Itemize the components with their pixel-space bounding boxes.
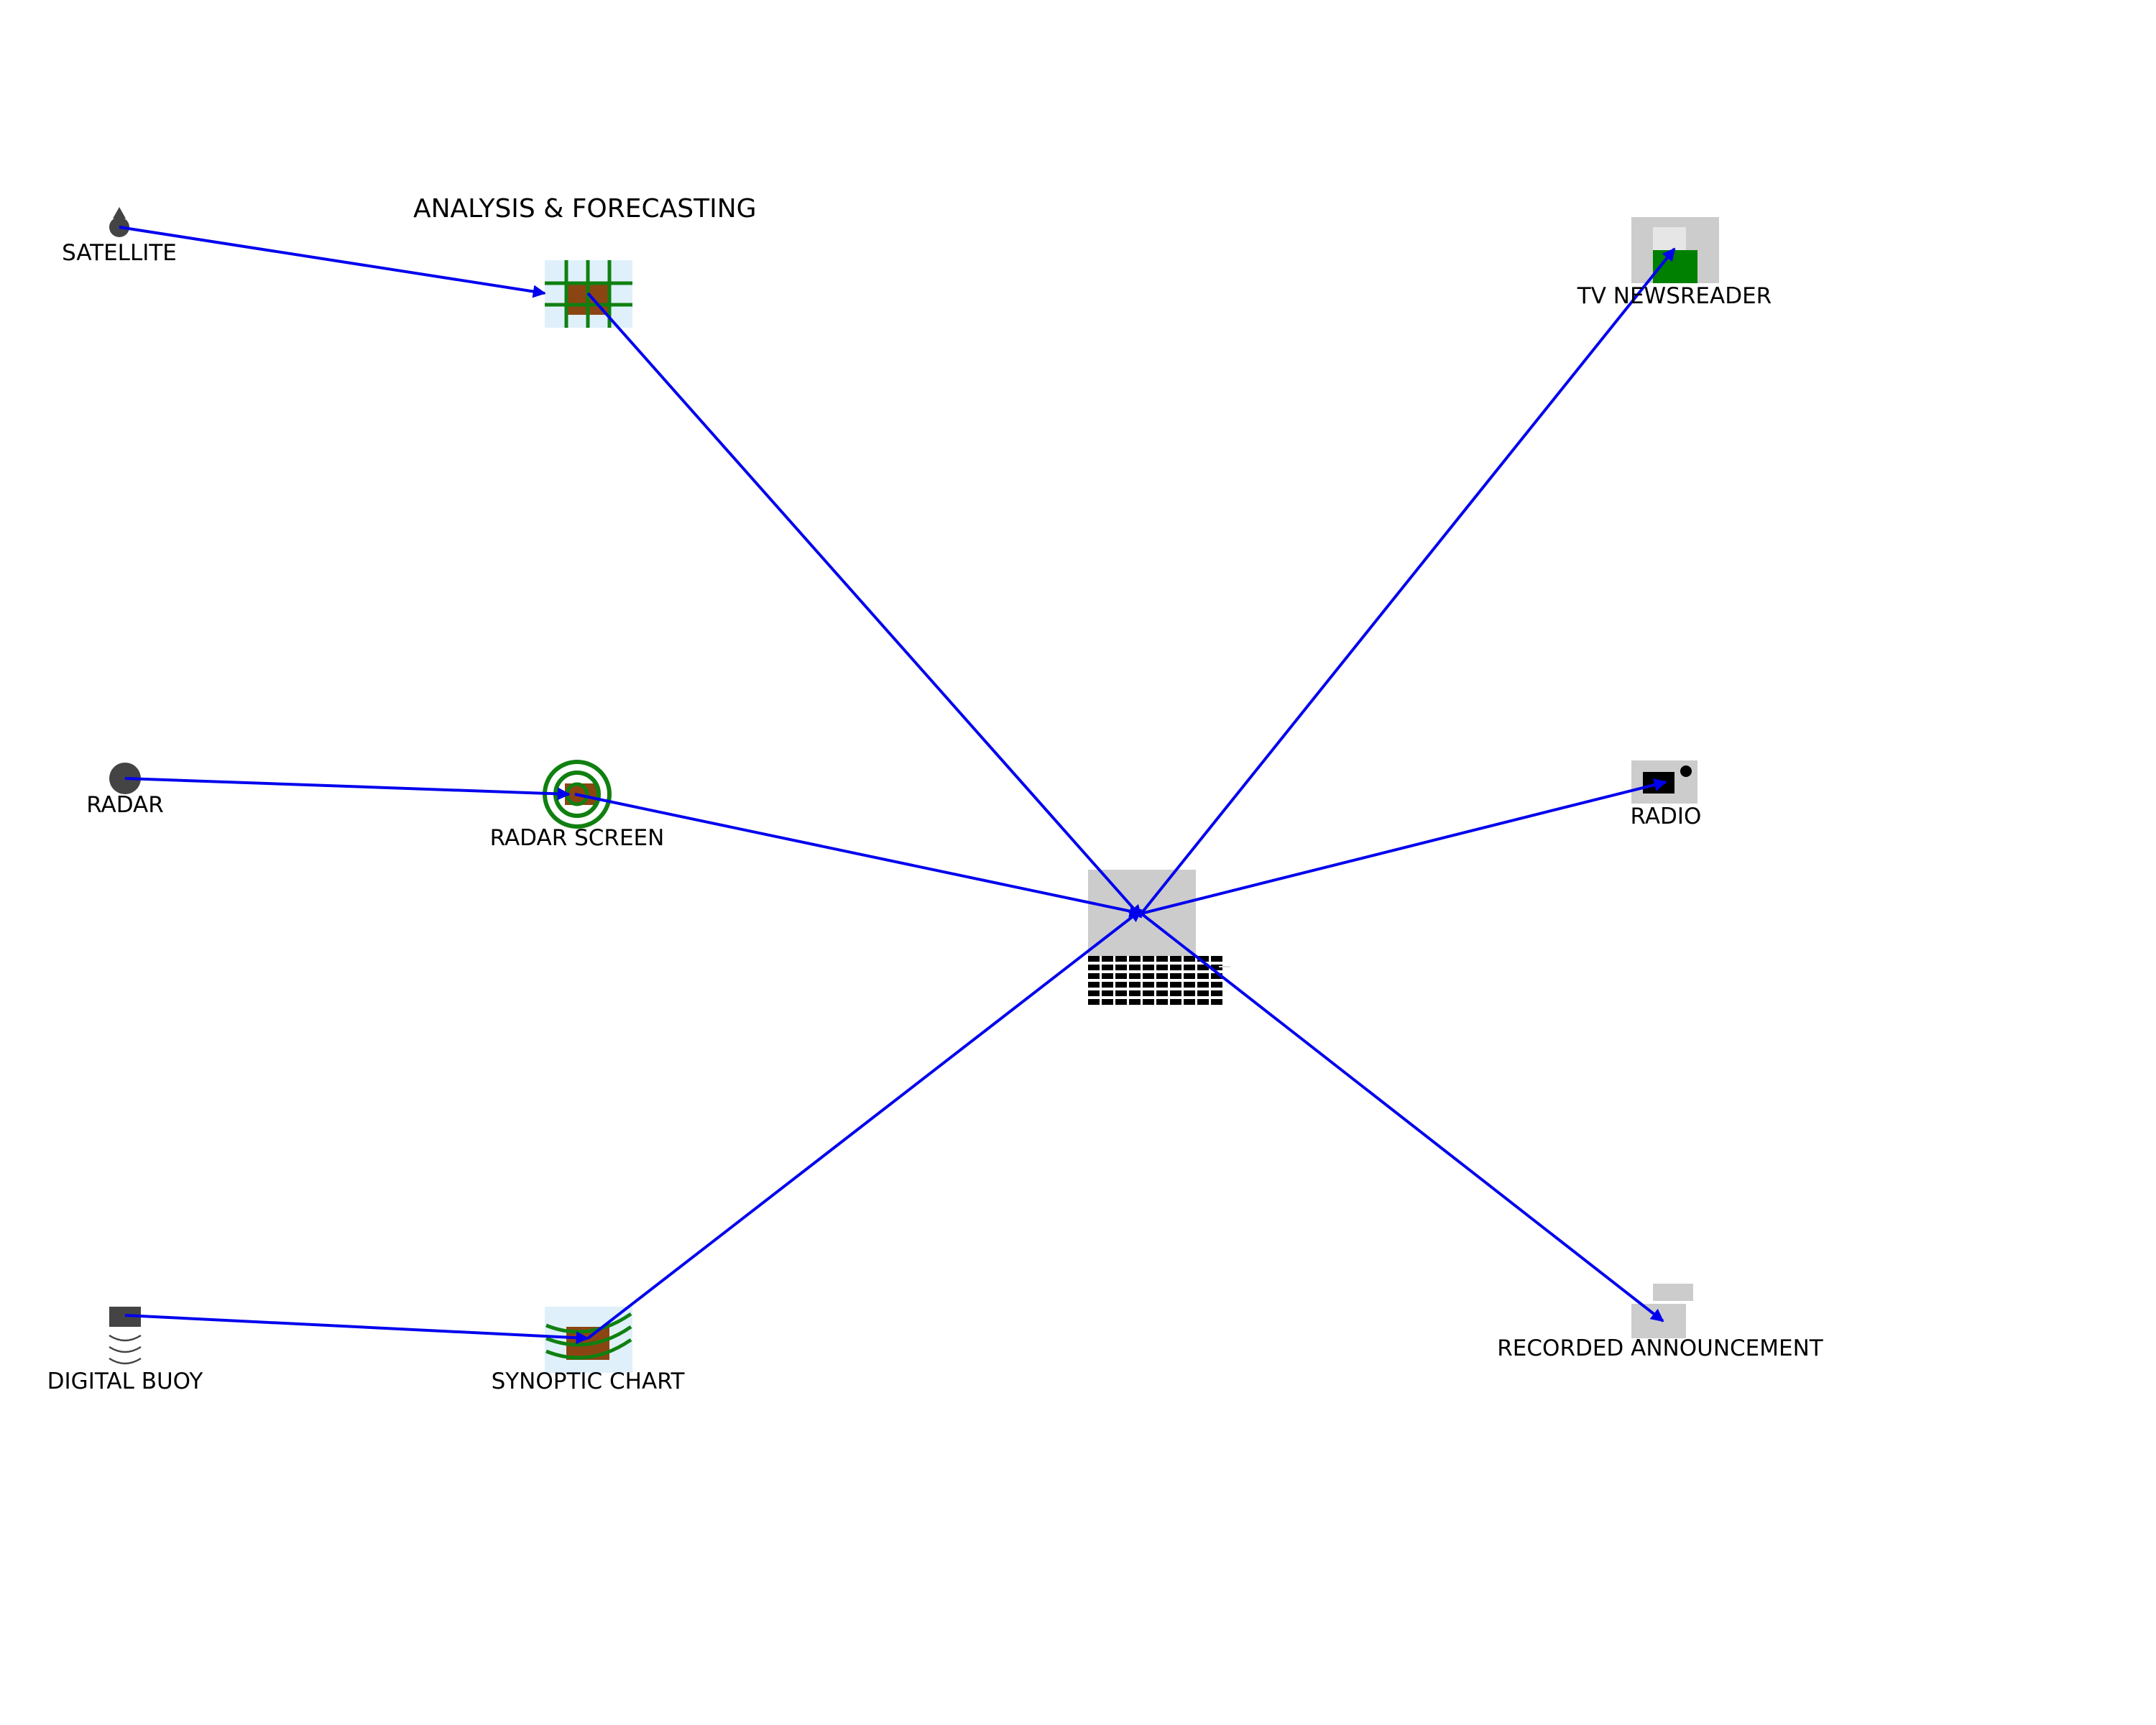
- edge-synoptic-chart-to-computer: [586, 908, 1143, 1340]
- keyboard-key: [1211, 999, 1222, 1005]
- keyboard-key: [1115, 965, 1127, 970]
- keyboard-key: [1115, 999, 1127, 1005]
- keyboard-key: [1115, 973, 1127, 979]
- keyboard-key: [1129, 982, 1141, 988]
- keyboard-key: [1115, 982, 1127, 988]
- keyboard-key: [1143, 973, 1154, 979]
- keyboard-key: [1088, 973, 1100, 979]
- keyboard-key: [1184, 990, 1195, 996]
- keyboard-key: [1129, 956, 1141, 962]
- label-satellite: SATELLITE: [62, 240, 177, 266]
- keyboard-key: [1170, 965, 1181, 970]
- keyboard-key: [1197, 999, 1209, 1005]
- edge-computer-to-radio: [1141, 778, 1667, 915]
- keyboard-key: [1184, 973, 1195, 979]
- keyboard-key: [1197, 982, 1209, 988]
- keyboard-key: [1170, 990, 1181, 996]
- keyboard-key: [1143, 956, 1154, 962]
- keyboard-key: [1088, 990, 1100, 996]
- keyboard-key: [1088, 982, 1100, 988]
- keyboard-key: [1211, 990, 1222, 996]
- keyboard-key: [1102, 956, 1113, 962]
- keyboard-key: [1088, 999, 1100, 1005]
- edge-radar-screen-to-computer: [574, 793, 1143, 918]
- keyboard-key: [1156, 965, 1168, 970]
- satellite-icon: [109, 207, 129, 237]
- keyboard-key: [1156, 956, 1168, 962]
- label-recorded-announcement: RECORDED ANNOUNCEMENT: [1497, 1335, 1824, 1361]
- label-radar: RADAR: [86, 792, 164, 818]
- keyboard-key: [1129, 990, 1141, 996]
- keyboard-key: [1211, 956, 1222, 962]
- label-radio: RADIO: [1631, 804, 1702, 829]
- label-radar-screen: RADAR SCREEN: [490, 825, 665, 851]
- keyboard-key: [1156, 982, 1168, 988]
- keyboard-key: [1184, 956, 1195, 962]
- grid-map-icon: [545, 260, 632, 328]
- keyboard-key: [1170, 982, 1181, 988]
- edge-radar-to-radar-screen: [124, 777, 571, 801]
- keyboard-key: [1184, 965, 1195, 970]
- keyboard-key: [1197, 965, 1209, 970]
- keyboard-key: [1184, 982, 1195, 988]
- keyboard-key: [1156, 973, 1168, 979]
- keyboard-key: [1156, 999, 1168, 1005]
- keyboard-key: [1211, 982, 1222, 988]
- keyboard-key: [1197, 956, 1209, 962]
- label-digital-buoy: DIGITAL BUOY: [47, 1368, 203, 1394]
- tv-icon: [1631, 217, 1719, 283]
- edge-buoy-to-synoptic-chart: [124, 1314, 589, 1345]
- keyboard-key: [1156, 990, 1168, 996]
- keyboard-key: [1170, 956, 1181, 962]
- keyboard-key: [1102, 982, 1113, 988]
- keyboard-key: [1102, 973, 1113, 979]
- keyboard-key: [1170, 999, 1181, 1005]
- labels: SATELLITE RADAR DIGITAL BUOY RADAR SCREE…: [47, 240, 1824, 1394]
- edge-satellite-to-map: [119, 226, 546, 298]
- keyboard-key: [1115, 990, 1127, 996]
- keyboard-key: [1143, 982, 1154, 988]
- keyboard-key: [1129, 999, 1141, 1005]
- keyboard-key: [1115, 956, 1127, 962]
- keyboard-key: [1129, 965, 1141, 970]
- keyboard-key: [1102, 965, 1113, 970]
- keyboard-key: [1197, 990, 1209, 996]
- keyboard-key: [1211, 965, 1222, 970]
- edge-computer-to-tv: [1140, 247, 1676, 915]
- synoptic-chart-icon: [545, 1307, 632, 1373]
- edge-map-to-computer: [586, 292, 1143, 919]
- keyboard-key: [1143, 999, 1154, 1005]
- edge-computer-to-recorded-announcement: [1140, 912, 1664, 1322]
- keyboard-key: [1143, 990, 1154, 996]
- answering-machine-icon: [1631, 1284, 1693, 1338]
- arrows: [119, 226, 1676, 1345]
- keyboard-key: [1088, 956, 1100, 962]
- diagram-title: ANALYSIS & FORECASTING: [413, 194, 757, 224]
- keyboard-key: [1102, 990, 1113, 996]
- keyboard-key: [1197, 973, 1209, 979]
- label-synoptic-chart: SYNOPTIC CHART: [492, 1368, 686, 1394]
- keyboard-key: [1102, 999, 1113, 1005]
- label-tv-newsreader: TV NEWSREADER: [1577, 283, 1772, 309]
- keyboard-key: [1170, 973, 1181, 979]
- keyboard: [1088, 956, 1222, 1005]
- keyboard-key: [1211, 973, 1222, 979]
- keyboard-key: [1184, 999, 1195, 1005]
- keyboard-key: [1088, 965, 1100, 970]
- keyboard-key: [1143, 965, 1154, 970]
- keyboard-key: [1129, 973, 1141, 979]
